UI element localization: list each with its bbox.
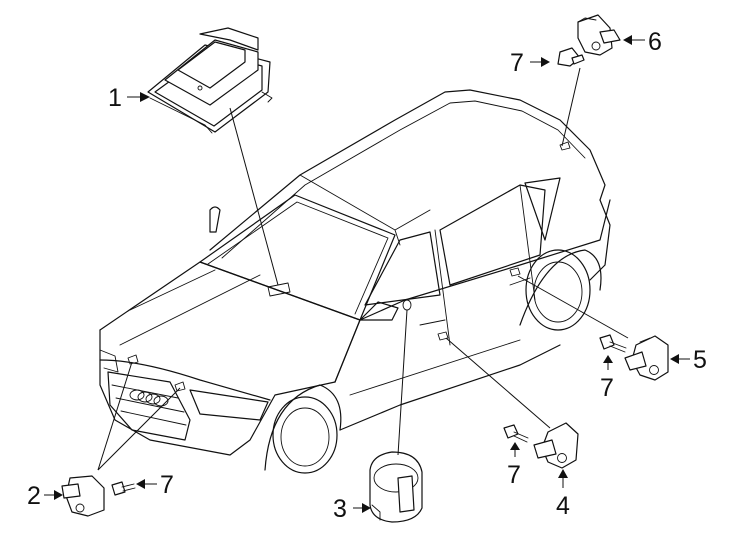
callout-7-lower-left: 7 — [160, 471, 174, 499]
callout-1: 1 — [108, 84, 122, 112]
mounting-bolt-lower-center — [503, 424, 529, 443]
callout-5: 5 — [693, 346, 707, 374]
callout-4: 4 — [556, 492, 570, 520]
airbag-control-module — [147, 27, 273, 134]
clock-spring — [369, 451, 423, 523]
mounting-bolt-right — [599, 334, 627, 353]
rear-impact-sensor — [577, 14, 621, 56]
leader-lines — [97, 67, 629, 471]
mounting-bolt-lower-left — [111, 481, 136, 496]
brand-rings-logo — [129, 389, 169, 407]
callout-arrows — [44, 35, 690, 513]
front-impact-sensor — [61, 475, 105, 517]
mounting-bolt-upper — [557, 47, 585, 67]
side-impact-sensor-front-door — [533, 422, 579, 469]
side-impact-sensor-rear-door — [624, 335, 669, 381]
vehicle-drawing — [99, 89, 611, 474]
callout-6: 6 — [648, 28, 662, 56]
callout-3: 3 — [333, 495, 347, 523]
callout-7-right: 7 — [600, 374, 614, 402]
callout-2: 2 — [27, 482, 41, 510]
callout-labels: 1 2 7 3 4 7 7 5 6 7 — [27, 28, 707, 523]
callout-7-lower-center: 7 — [507, 461, 521, 489]
callout-7-upper: 7 — [510, 49, 524, 77]
